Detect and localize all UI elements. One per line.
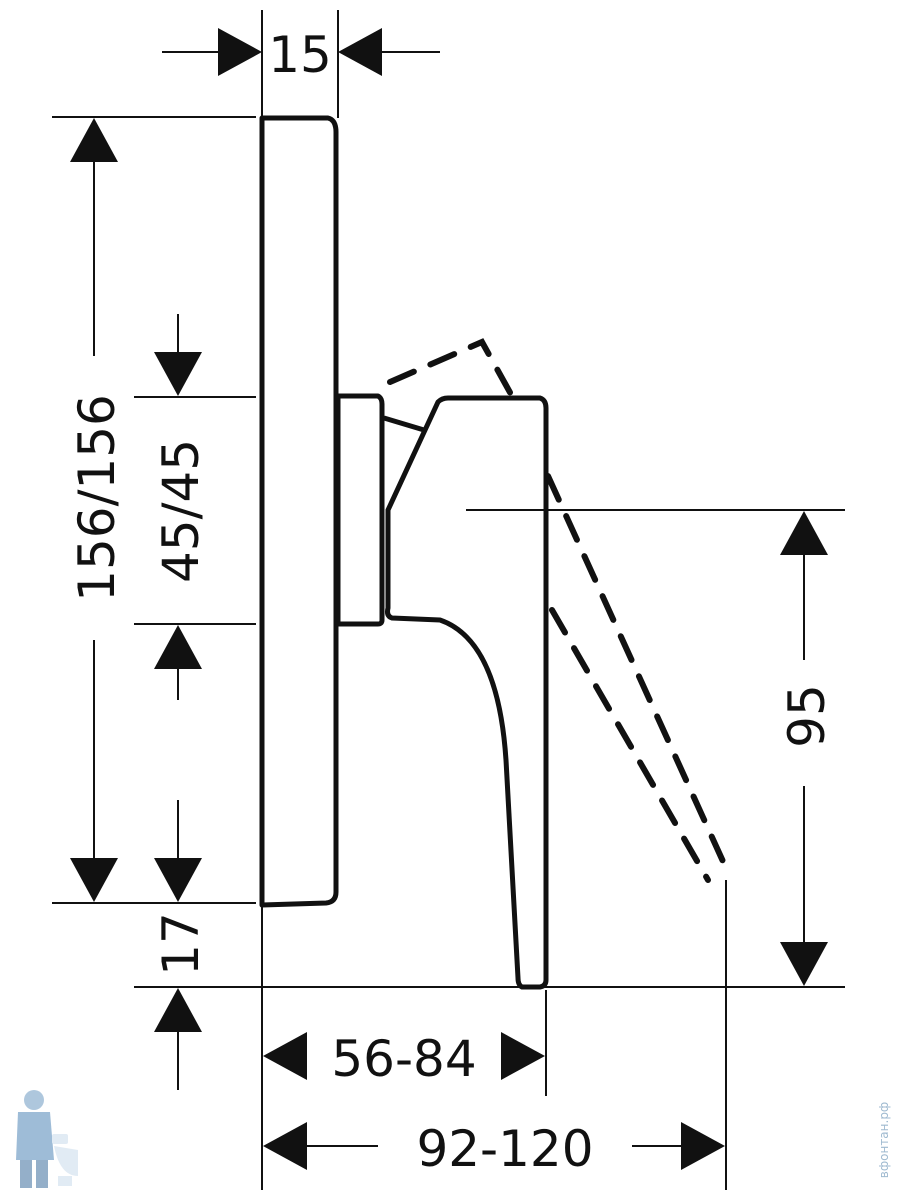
dimension-cover-depth: 15 xyxy=(162,26,440,84)
cover-plate xyxy=(259,115,339,908)
spindle-collar xyxy=(335,393,385,627)
dimension-label-cover-height: 156/156 xyxy=(68,394,126,602)
dimension-cover-height: 156/156 xyxy=(68,118,126,902)
dimension-label-lever-height: 95 xyxy=(778,684,836,748)
extension-lines xyxy=(52,10,845,1190)
dimension-bottom-offset: 17 xyxy=(152,800,210,1090)
lever-alt-position-outer xyxy=(545,473,729,871)
dimension-label-bottom-offset: 17 xyxy=(152,912,210,976)
dimension-lever-height: 95 xyxy=(778,511,836,986)
dimension-label-body-height: 45/45 xyxy=(152,439,210,583)
dimension-label-projection-max: 92-120 xyxy=(416,1120,593,1178)
dimension-body-height: 45/45 xyxy=(152,314,210,700)
handle-lever xyxy=(385,395,549,990)
handle-hub-link xyxy=(383,415,425,433)
lever-alt-position-inner xyxy=(549,607,711,883)
plumber-mascot-logo xyxy=(16,1090,78,1188)
lever-alt-position-top xyxy=(387,338,515,399)
dimension-projection-max: 92-120 xyxy=(263,1120,725,1178)
dimension-label-cover-depth: 15 xyxy=(268,26,332,84)
dimension-projection-min: 56-84 xyxy=(263,1030,545,1088)
dimension-label-projection-min: 56-84 xyxy=(331,1030,476,1088)
watermark-text: вфонтан.рф xyxy=(877,1102,891,1178)
